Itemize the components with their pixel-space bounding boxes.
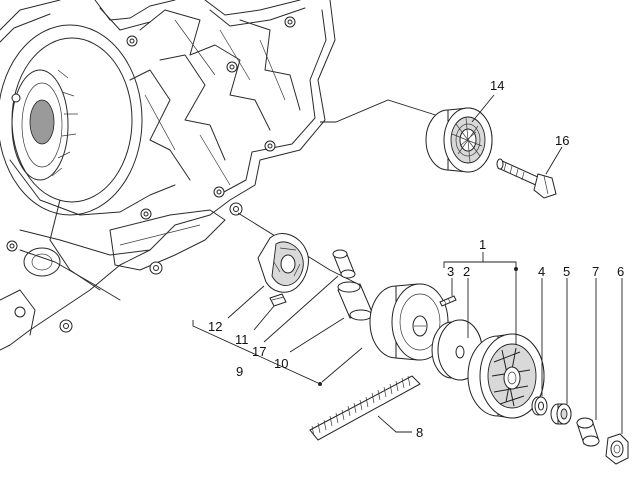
- leader-case-to-pulley: [320, 99, 446, 123]
- callout-2: 2: [463, 264, 470, 279]
- callout-4: 4: [538, 264, 545, 279]
- crankcase-cover: [0, 0, 336, 351]
- variator-pulley-half: [369, 283, 449, 361]
- callout-14: 14: [490, 78, 504, 93]
- callout-16: 16: [555, 133, 569, 148]
- callout-7: 7: [592, 264, 599, 279]
- callout-8: 8: [416, 425, 423, 440]
- callout-6: 6: [617, 264, 624, 279]
- callout-1: 1: [479, 237, 486, 252]
- leader-case-to-variator: [237, 212, 361, 286]
- part-5-spacer: [550, 403, 572, 425]
- part-8-belt: [309, 375, 421, 441]
- callout-11: 11: [235, 332, 249, 347]
- part-4-washer: [531, 396, 548, 416]
- callout-17: 17: [252, 344, 266, 359]
- callout-labels: 1 3 2 4 5 7 6 14 16 12 11 17 10 9 8: [208, 78, 624, 440]
- part-12-ramp-plate: [257, 233, 309, 293]
- leader-14: [471, 94, 495, 123]
- variator-fan-half: [467, 333, 545, 419]
- part-7-bushing: [576, 417, 600, 447]
- callout-12: 12: [208, 319, 222, 334]
- callout-9: 9: [236, 364, 243, 379]
- part-10-bushing: [337, 281, 373, 321]
- part-6-nut: [605, 433, 629, 465]
- leader-lines: [192, 252, 623, 434]
- part-16-bolt: [496, 158, 557, 199]
- part-17-bush: [332, 249, 356, 279]
- leader-16: [545, 146, 563, 175]
- callout-10: 10: [274, 356, 288, 371]
- callout-3: 3: [447, 264, 454, 279]
- callout-5: 5: [563, 264, 570, 279]
- part-14-pulley: [425, 107, 493, 173]
- part-11-slider: [269, 293, 287, 307]
- part-3-pin: [439, 295, 457, 307]
